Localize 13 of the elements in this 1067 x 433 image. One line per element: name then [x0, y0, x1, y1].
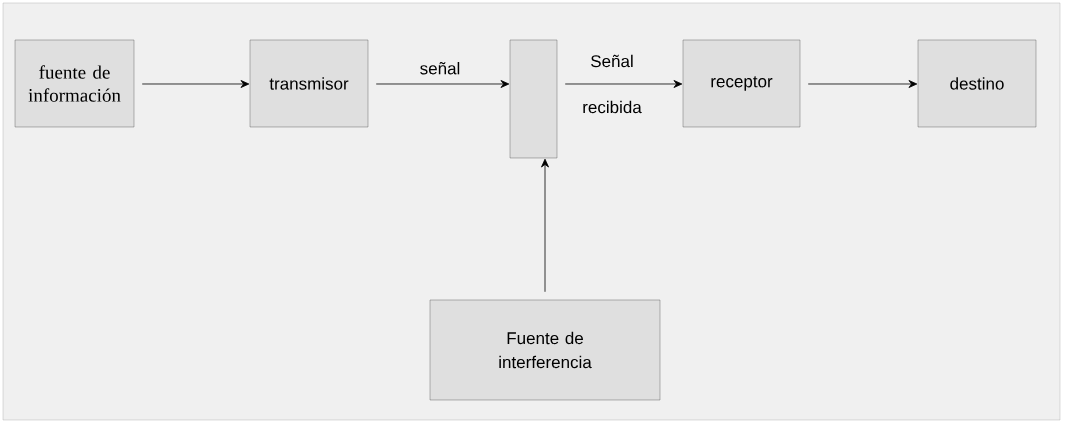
edge-label: señal [420, 62, 460, 75]
arrow [141, 80, 250, 88]
edge-label: Señal recibida [583, 54, 642, 114]
process-box: receptor [682, 39, 801, 128]
arrow [375, 80, 510, 88]
arrow [541, 158, 549, 293]
process-box: Fuente de interferencia [429, 299, 661, 401]
channel-box [509, 39, 558, 159]
process-box: transmisor [249, 39, 369, 128]
process-box: fuente de información [14, 39, 135, 128]
process-box: destino [917, 39, 1037, 128]
arrow [564, 80, 683, 88]
arrow [807, 80, 918, 88]
